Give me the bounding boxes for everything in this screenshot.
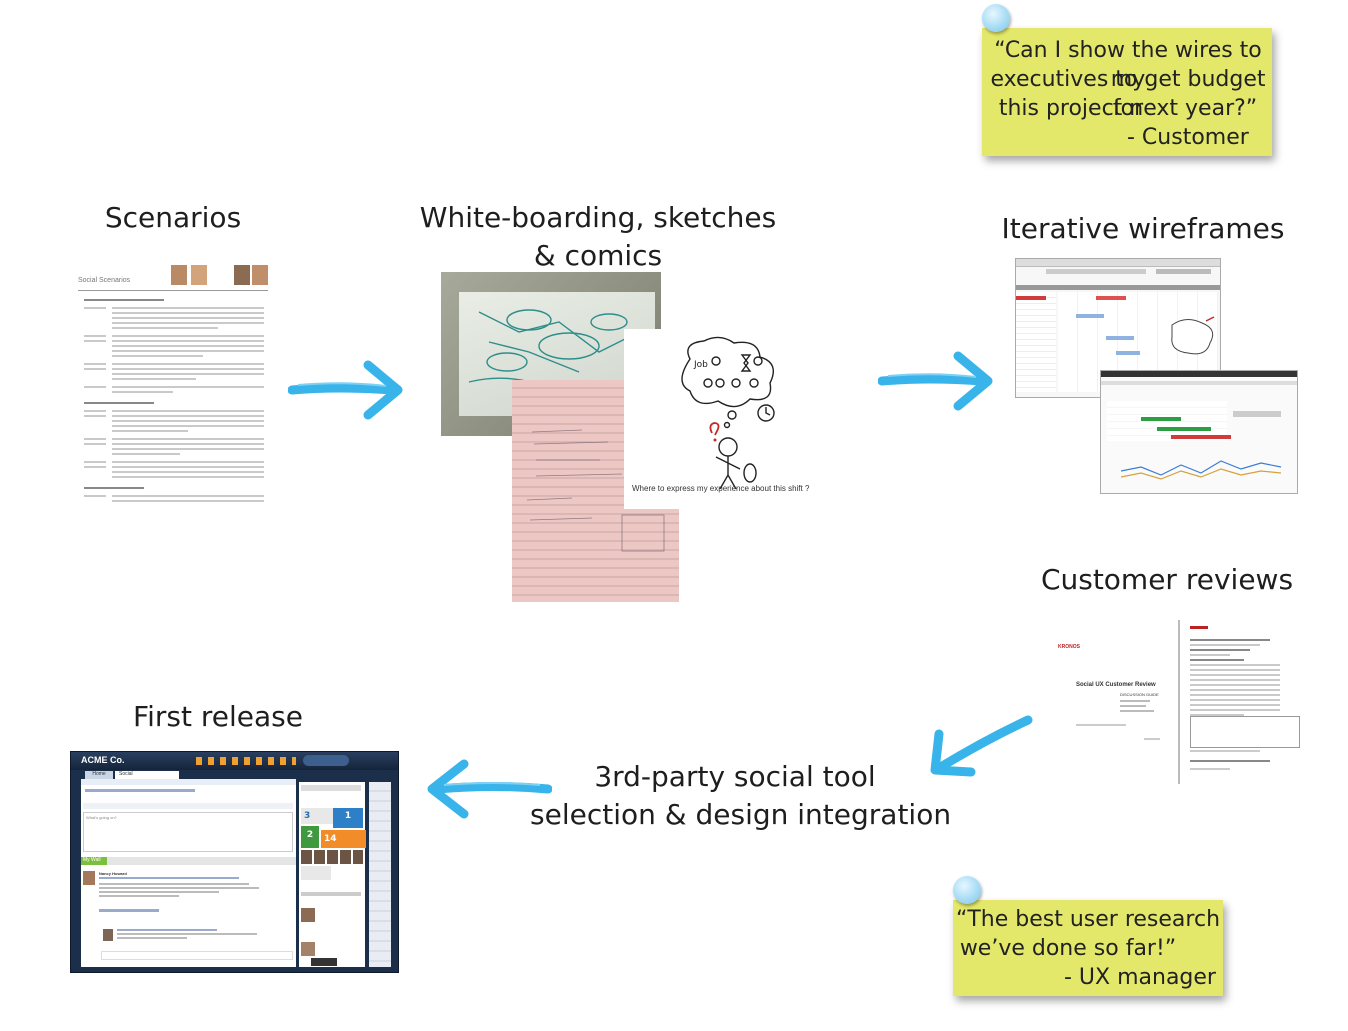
avatar: [103, 929, 113, 941]
release-topbar: ACME Co.: [71, 752, 398, 770]
sticky-note-ux-manager-quote: “The best user research we’ve done so fa…: [953, 900, 1223, 996]
arrow-down-left-icon: [930, 715, 1033, 777]
note-author: - Customer: [1127, 125, 1249, 150]
customer-review-survey-thumbnail: [1184, 620, 1302, 784]
avatar: [191, 265, 207, 285]
note-line-3: this project next year?”: [998, 96, 1258, 121]
page-divider: [1178, 620, 1180, 784]
note-line-2: executives to get budget for: [990, 67, 1266, 121]
release-post-input[interactable]: What's going on?: [83, 812, 293, 852]
step-heading-release: First release: [133, 700, 303, 733]
arrow-left-icon: [427, 759, 552, 819]
selection-line-2: selection & design integration: [530, 798, 952, 831]
avatar: [171, 265, 187, 285]
review-brand: KRONOS: [1058, 644, 1080, 650]
scenario-document-thumbnail: Social Scenarios: [76, 262, 272, 520]
avatar: [83, 871, 95, 885]
pushpin-icon: [982, 4, 1010, 32]
comic-caption: Where to express my experience about thi…: [632, 484, 810, 493]
note-line-1: “The best user research: [955, 907, 1221, 932]
pushpin-icon: [953, 876, 981, 904]
release-count-3: 2: [301, 826, 319, 848]
step-heading-whiteboarding: White-boarding, sketches & comics: [418, 199, 778, 275]
whiteboarding-line-1: White-boarding, sketches: [419, 201, 777, 234]
note-line-1: “Can I show the wires to my: [994, 38, 1262, 92]
arrow-right-icon: [878, 351, 993, 411]
review-doc-title: Social UX Customer Review: [1076, 682, 1156, 688]
release-count-2: 1: [333, 808, 363, 828]
step-heading-selection: 3rd-party social tool selection & design…: [530, 758, 952, 834]
comic-panel: Job Where to express my experience about…: [624, 329, 809, 509]
release-count-1: 3: [301, 808, 334, 824]
whiteboarding-line-2: & comics: [533, 239, 663, 272]
note-line-2: we’ve done so far!”: [959, 936, 1177, 961]
customer-review-cover-thumbnail: KRONOS Social UX Customer Review DISCUSS…: [1050, 628, 1182, 756]
release-right-rail: [369, 782, 391, 967]
release-main-panel: What's going on? My Wall Nancy Howard: [81, 779, 296, 967]
release-side-panel: 3 1 2 14: [299, 782, 366, 967]
tab-home[interactable]: Home: [85, 771, 113, 779]
tab-social[interactable]: Social: [115, 771, 179, 779]
scenario-text-block: [84, 296, 264, 505]
release-tabs: Home Social: [81, 770, 381, 779]
selection-line-1: 3rd-party social tool: [594, 760, 876, 793]
comic-bubble-word: Job: [693, 360, 708, 370]
scenario-doc-title: Social Scenarios: [78, 277, 131, 284]
wireframe-screenshot-chart: [1100, 370, 1298, 494]
avatar: [252, 265, 268, 285]
avatar: [301, 908, 315, 922]
release-count-4: 14: [321, 830, 366, 848]
arrow-right-icon: [288, 360, 403, 420]
avatar: [301, 942, 315, 956]
release-brand: ACME Co.: [81, 755, 125, 765]
review-doc-subtitle: DISCUSSION GUIDE: [1120, 692, 1159, 697]
release-user-name: Nancy Howard: [99, 871, 127, 876]
first-release-screenshot: ACME Co. Home Social What's going on? My…: [70, 751, 399, 973]
step-heading-wireframes: Iterative wireframes: [1001, 212, 1285, 245]
step-heading-reviews: Customer reviews: [1040, 563, 1294, 596]
avatar: [234, 265, 250, 285]
sticky-note-customer-quote: “Can I show the wires to my executives t…: [982, 28, 1272, 156]
step-heading-scenarios: Scenarios: [104, 201, 242, 234]
release-my-wall-bar: My Wall: [81, 857, 107, 865]
note-author: - UX manager: [1064, 965, 1216, 990]
